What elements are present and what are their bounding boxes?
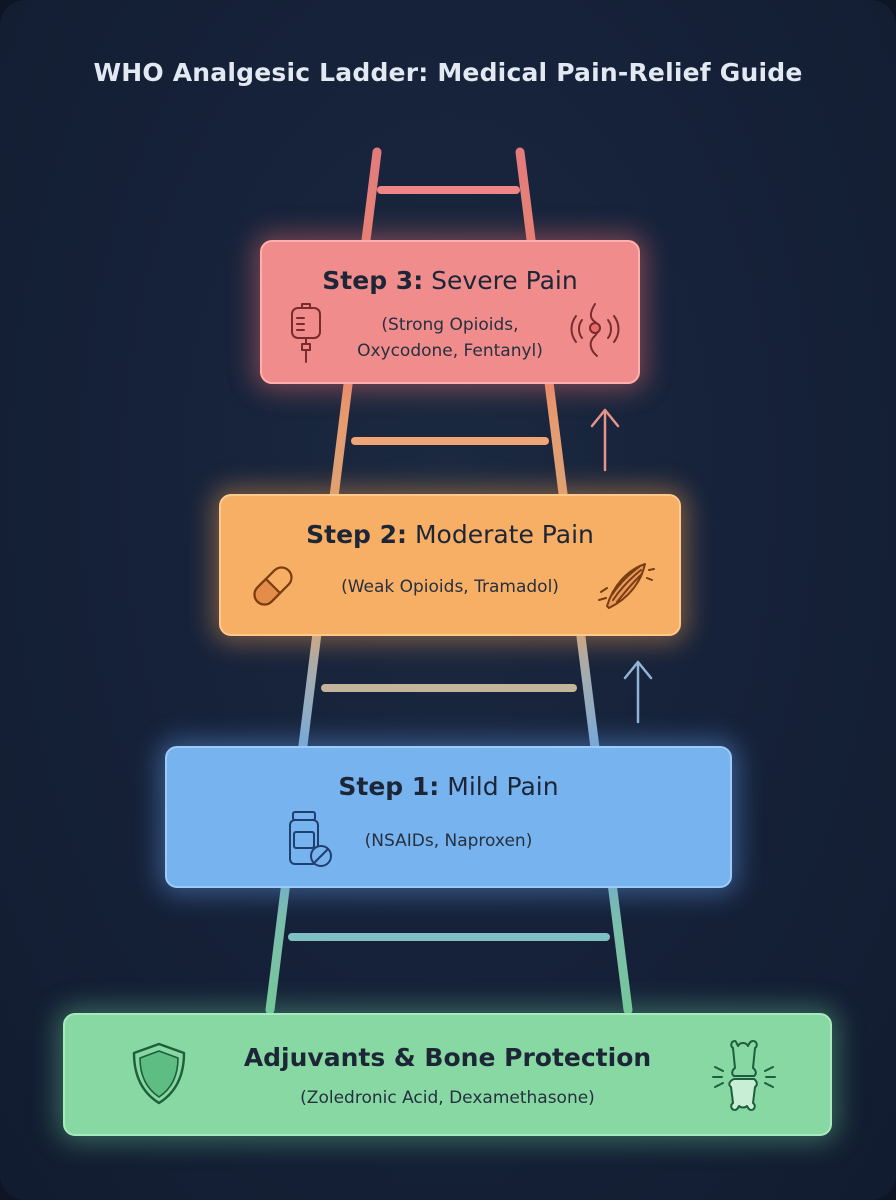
step-3-label: Step 3: (322, 266, 424, 295)
step-3-drugs-line1: (Strong Opioids, (381, 315, 519, 335)
muscle-pain-icon (598, 563, 655, 609)
up-arrow-icon (623, 660, 653, 724)
capsule-icon (253, 566, 293, 606)
up-arrow-icon (590, 408, 620, 472)
step-3-heading: Step 3: Severe Pain (262, 266, 638, 295)
step-1-label: Step 1: (338, 772, 440, 801)
step-3-drugs: (Strong Opioids, Oxycodone, Fentanyl) (262, 312, 638, 364)
step-1-drugs: (NSAIDs, Naproxen) (364, 831, 533, 851)
pill-bottle-icon (289, 811, 332, 867)
step-3-level: Severe Pain (431, 266, 578, 295)
shield-icon (132, 1042, 186, 1105)
step-3-drugs-line2: Oxycodone, Fentanyl) (357, 341, 543, 361)
step-2-level: Moderate Pain (414, 520, 594, 549)
iv-bag-icon (291, 303, 321, 363)
page-title: WHO Analgesic Ladder: Medical Pain-Relie… (93, 58, 803, 87)
step-2-box: Step 2: Moderate Pain (Weak Opioids, Tra… (219, 494, 681, 636)
step-1-level: Mild Pain (447, 772, 559, 801)
step-2-label: Step 2: (306, 520, 408, 549)
step-1-heading: Step 1: Mild Pain (167, 772, 730, 801)
step-1-box: Step 1: Mild Pain (NSAIDs, Naproxen) (165, 746, 732, 888)
step-3-box: Step 3: Severe Pain (Strong Opioids, Oxy… (260, 240, 640, 384)
step-2-drugs: (Weak Opioids, Tramadol) (341, 577, 559, 597)
step-2-heading: Step 2: Moderate Pain (221, 520, 679, 549)
adjuvants-box: Adjuvants & Bone Protection (Zoledronic … (63, 1013, 832, 1136)
adjuvants-drugs: (Zoledronic Acid, Dexamethasone) (300, 1088, 595, 1108)
joint-bone-icon (712, 1040, 776, 1111)
adjuvants-heading: Adjuvants & Bone Protection (243, 1043, 652, 1072)
nerve-pain-icon (570, 303, 620, 357)
